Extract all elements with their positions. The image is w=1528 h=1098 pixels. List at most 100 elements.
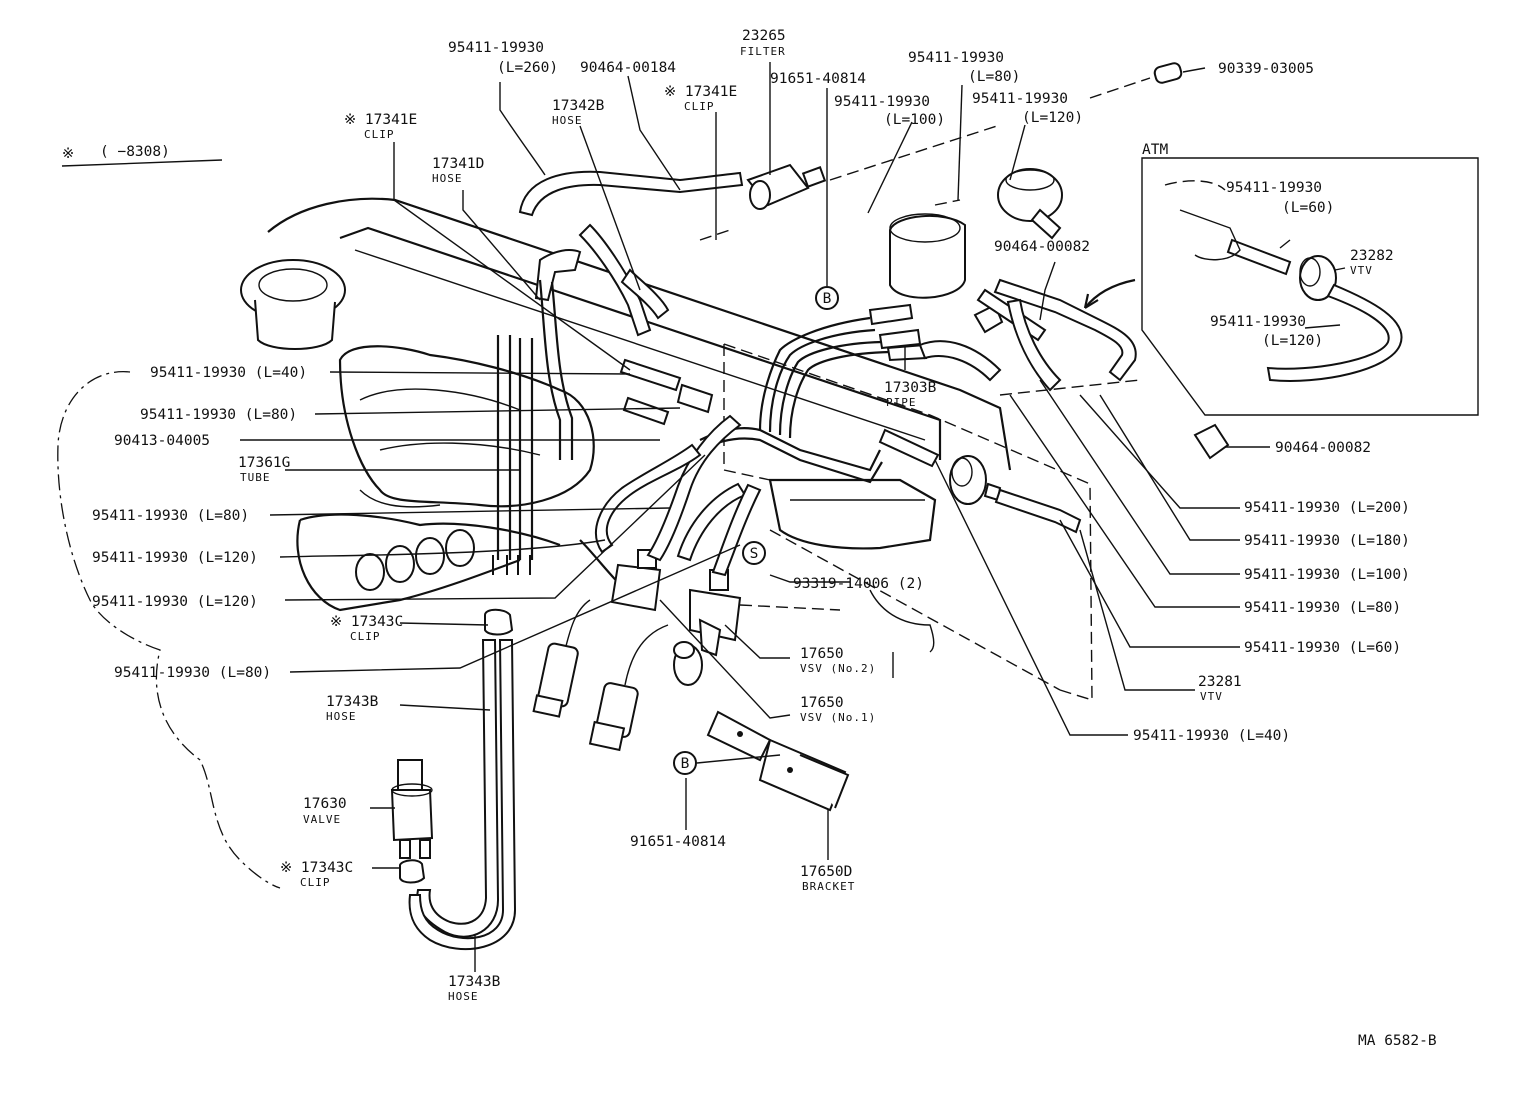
label-17650d-sub: BRACKET [802,880,855,893]
connector-1 [532,599,591,718]
label-95411-l80-top: 95411-19930 [908,50,1004,66]
label-atm-95411-l60: 95411-19930 [1226,180,1322,196]
plug-90339 [1153,62,1183,84]
label-95411-l80-top-len: (L=80) [968,69,1020,85]
label-23282-sub: VTV [1350,264,1373,277]
label-17303b: 17303B [884,380,937,396]
label-93319-14006: 93319-14006 (2) [793,576,924,592]
connector-2 [588,624,669,752]
label-17343c-upper-sub: CLIP [350,630,381,643]
label-17303b-sub: PIPE [886,396,917,409]
circle-b-label: B [823,291,832,307]
label-95411-l260: 95411-19930 [448,40,544,56]
label-90464-00184: 90464-00184 [580,60,676,76]
label-17341e-top-sub: CLIP [684,100,715,113]
label-95411-l60-right: 95411-19930 (L=60) [1244,640,1401,656]
atm-title: ATM [1142,142,1168,158]
label-17343c-lower-sub: CLIP [300,876,331,889]
vsv-no2 [689,569,742,657]
header-mark: ※ [62,146,74,162]
label-23281-sub: VTV [1200,690,1223,703]
air-cleaner-phantom [57,371,281,889]
label-95411-l120-top-len: (L=120) [1022,110,1083,126]
applicability-header: ※ ( −8308) [61,144,223,167]
label-95411-l80-left-b: 95411-19930 (L=80) [92,508,249,524]
label-95411-l80-left-a: 95411-19930 (L=80) [140,407,297,423]
manifold-right [768,478,937,550]
label-17361g: 17361G [238,455,290,471]
label-17361g-sub: TUBE [240,471,271,484]
label-17650d: 17650D [800,864,852,880]
label-95411-l100-right: 95411-19930 (L=100) [1244,567,1410,583]
vsv-no1 [610,549,662,612]
label-23281: 23281 [1198,674,1242,690]
label-17341e-left: ※ 17341E [344,112,417,128]
label-17630-sub: VALVE [303,813,341,826]
label-91651-bottom: 91651-40814 [630,834,726,850]
label-17650-no2: 17650 [800,646,844,662]
label-95411-l200: 95411-19930 (L=200) [1244,500,1410,516]
label-23265-sub: FILTER [740,45,786,58]
circle-s: S [742,541,766,565]
label-17342b-sub: HOSE [552,114,583,127]
connector-3 [673,641,703,686]
label-atm-95411-l60-len: (L=60) [1282,200,1334,216]
label-23265: 23265 [742,28,786,44]
label-17343c-upper: ※ 17343C [330,614,403,630]
label-atm-95411-l120: 95411-19930 [1210,314,1306,330]
circle-b-lower: B [673,751,697,775]
filter-23265 [746,163,827,210]
engine-drawing [57,77,1151,889]
label-17341d: 17341D [432,156,484,172]
header-text: ( −8308) [100,144,170,160]
label-95411-l40-right: 95411-19930 (L=40) [1133,728,1290,744]
label-17341d-sub: HOSE [432,172,463,185]
label-17343b-upper: 17343B [326,694,379,710]
label-95411-l80-left-c: 95411-19930 (L=80) [114,665,271,681]
intake-runners [296,513,561,612]
label-95411-l180: 95411-19930 (L=180) [1244,533,1410,549]
footer-code: MA 6582-B [1358,1033,1437,1049]
label-17341e-top: ※ 17341E [664,84,737,100]
label-17343b-lower: 17343B [448,974,501,990]
label-95411-l100-top: 95411-19930 [834,94,930,110]
parts [390,62,1403,884]
circle-b-upper: B [815,286,839,310]
label-17650-no1: 17650 [800,695,844,711]
label-atm-95411-l120-len: (L=120) [1262,333,1323,349]
label-17343b-upper-sub: HOSE [326,710,357,723]
leader-lines [240,62,1346,972]
label-17343b-lower-sub: HOSE [448,990,479,1003]
label-17630: 17630 [303,796,347,812]
clip-17343c-upper [484,608,514,636]
label-95411-l260-len: (L=260) [497,60,558,76]
labels: 95411-19930 (L=260) 23265 FILTER 90464-0… [92,28,1437,1049]
clip-17343c-lower [399,859,426,884]
clip-90464-00082-right [1193,423,1230,460]
label-17342b: 17342B [552,98,605,114]
label-95411-l80-right: 95411-19930 (L=80) [1244,600,1401,616]
label-90413-04005: 90413-04005 [114,433,210,449]
canister [889,213,966,299]
head-cover-outline [267,197,1012,471]
label-95411-l100-top-len: (L=100) [884,112,945,128]
head-cover-inner [354,249,926,441]
hoses [408,170,1137,951]
label-95411-l40-left: 95411-19930 (L=40) [150,365,307,381]
label-90339-03005: 90339-03005 [1218,61,1314,77]
vtv-23281 [949,455,1002,505]
bracket-17650d [706,710,850,812]
label-90464-00082-right: 90464-00082 [1275,440,1371,456]
circle-s-label: S [750,546,759,562]
circle-b-lower-label: B [681,756,690,772]
diaphragm-unit [997,168,1063,240]
atm-inset: ATM [1083,142,1479,416]
label-95411-l120-left-b: 95411-19930 (L=120) [92,594,258,610]
carb-body [338,345,595,508]
label-17341e-left-sub: CLIP [364,128,395,141]
label-95411-l120-left-a: 95411-19930 (L=120) [92,550,258,566]
label-91651-top: 91651-40814 [770,71,866,87]
label-23282: 23282 [1350,248,1394,264]
